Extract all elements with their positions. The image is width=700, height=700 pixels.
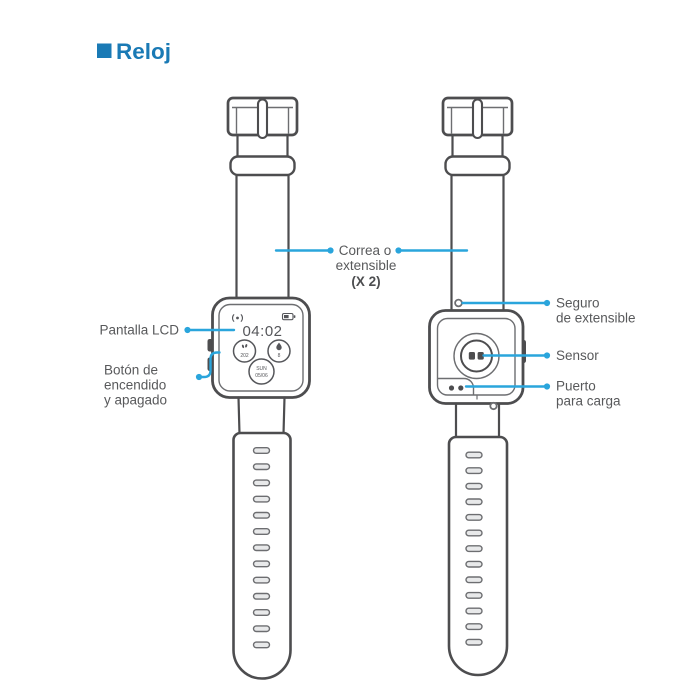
strap-hole [465,607,483,615]
strap-hole [252,447,271,454]
lower-strap-back [447,435,509,677]
strap-hole [465,451,483,459]
strap-upper-segment [236,133,289,159]
strap-buckle [226,96,299,177]
battery-icon [281,312,296,321]
date-day: SUN [256,366,267,372]
callout-label: Pantalla LCD [99,323,179,338]
band-pin-lower-icon [489,401,498,411]
steps-value: 202 [240,353,249,359]
callout-label: Botón de [104,363,158,378]
callout-dot [395,247,402,254]
callout-pantalla-lcd: Pantalla LCD [99,323,236,338]
date-value: 05/06 [255,373,268,379]
page-title-text: Reloj [116,39,171,64]
strap-hole [465,529,483,537]
strap-hole [252,576,271,584]
strap-hole [465,498,483,506]
activity-value: 8 [278,353,281,359]
strap-hole [465,513,483,521]
callout-label: extensible [336,258,397,273]
strap-hole [252,544,271,552]
callout-label: encendido [104,378,166,393]
lcd-screen [218,303,304,392]
lower-strap-connector-back [454,402,501,439]
lower-strap-front [232,431,292,680]
activity-widget: 8 [267,339,291,363]
band-pin-icon [454,298,463,308]
callout-label: Seguro [556,296,600,311]
strap-hole [252,463,271,471]
screen-time: 04:02 [242,323,282,340]
callout-seguro: Seguro de extensible [461,296,636,326]
callout-dot [195,373,203,381]
strap-hole [465,467,483,475]
strap-buckle-back [441,96,514,177]
callout-puerto: Puerto para carga [464,379,621,409]
upper-strap-front [235,173,290,301]
charging-port-icon [437,377,478,400]
page-title: Reloj [97,39,171,64]
callout-label: (X 2) [351,274,380,289]
signal-icon [232,313,243,323]
callout-label: Correa o [339,243,392,258]
screen-content: 04:02 202 8 SUN 05/06 [232,312,296,385]
strap-hole [465,591,483,599]
strap-hole [465,482,483,490]
strap-hole [252,560,271,568]
strap-hole [465,560,483,568]
callout-correa: Correa o extensible (X 2) [274,243,469,289]
strap-hole [252,641,271,649]
callout-label: de extensible [556,311,636,326]
callout-dot [543,383,551,390]
strap-hole [252,528,271,535]
footsteps-icon [241,344,248,349]
steps-widget: 202 [232,339,257,363]
date-widget: SUN 05/06 [248,358,275,385]
callout-label: Sensor [556,348,599,363]
strap-hole [465,638,483,646]
callout-dot [184,326,191,334]
strap-hole [252,495,271,503]
callout-label: y apagado [104,393,167,408]
upper-strap-back [450,173,505,313]
lower-strap-connector-front [237,396,286,436]
strap-hole [252,625,271,633]
strap-hole [465,545,483,553]
strap-hole [252,592,271,600]
strap-hole [465,623,483,631]
strap-hole [465,576,483,584]
title-bullet-square [97,43,112,58]
flame-icon [276,342,282,351]
strap-hole [252,479,271,487]
callout-dot [543,352,551,359]
buckle-prong [256,98,269,140]
callout-sensor: Sensor [482,348,599,363]
strap-hole [252,609,271,616]
watch-back-view [428,96,526,677]
watch-front-view: 04:02 202 8 SUN 05/06 [207,96,311,680]
callout-dot [327,247,334,254]
callout-boton-encendido: Botón de encendido y apagado [104,351,221,408]
callout-label: para carga [556,394,621,409]
callout-dot [543,299,551,307]
strap-hole [252,511,271,519]
strap-keeper-loop [229,155,296,177]
sensor-icon [453,332,500,380]
callout-label: Puerto [556,379,596,394]
